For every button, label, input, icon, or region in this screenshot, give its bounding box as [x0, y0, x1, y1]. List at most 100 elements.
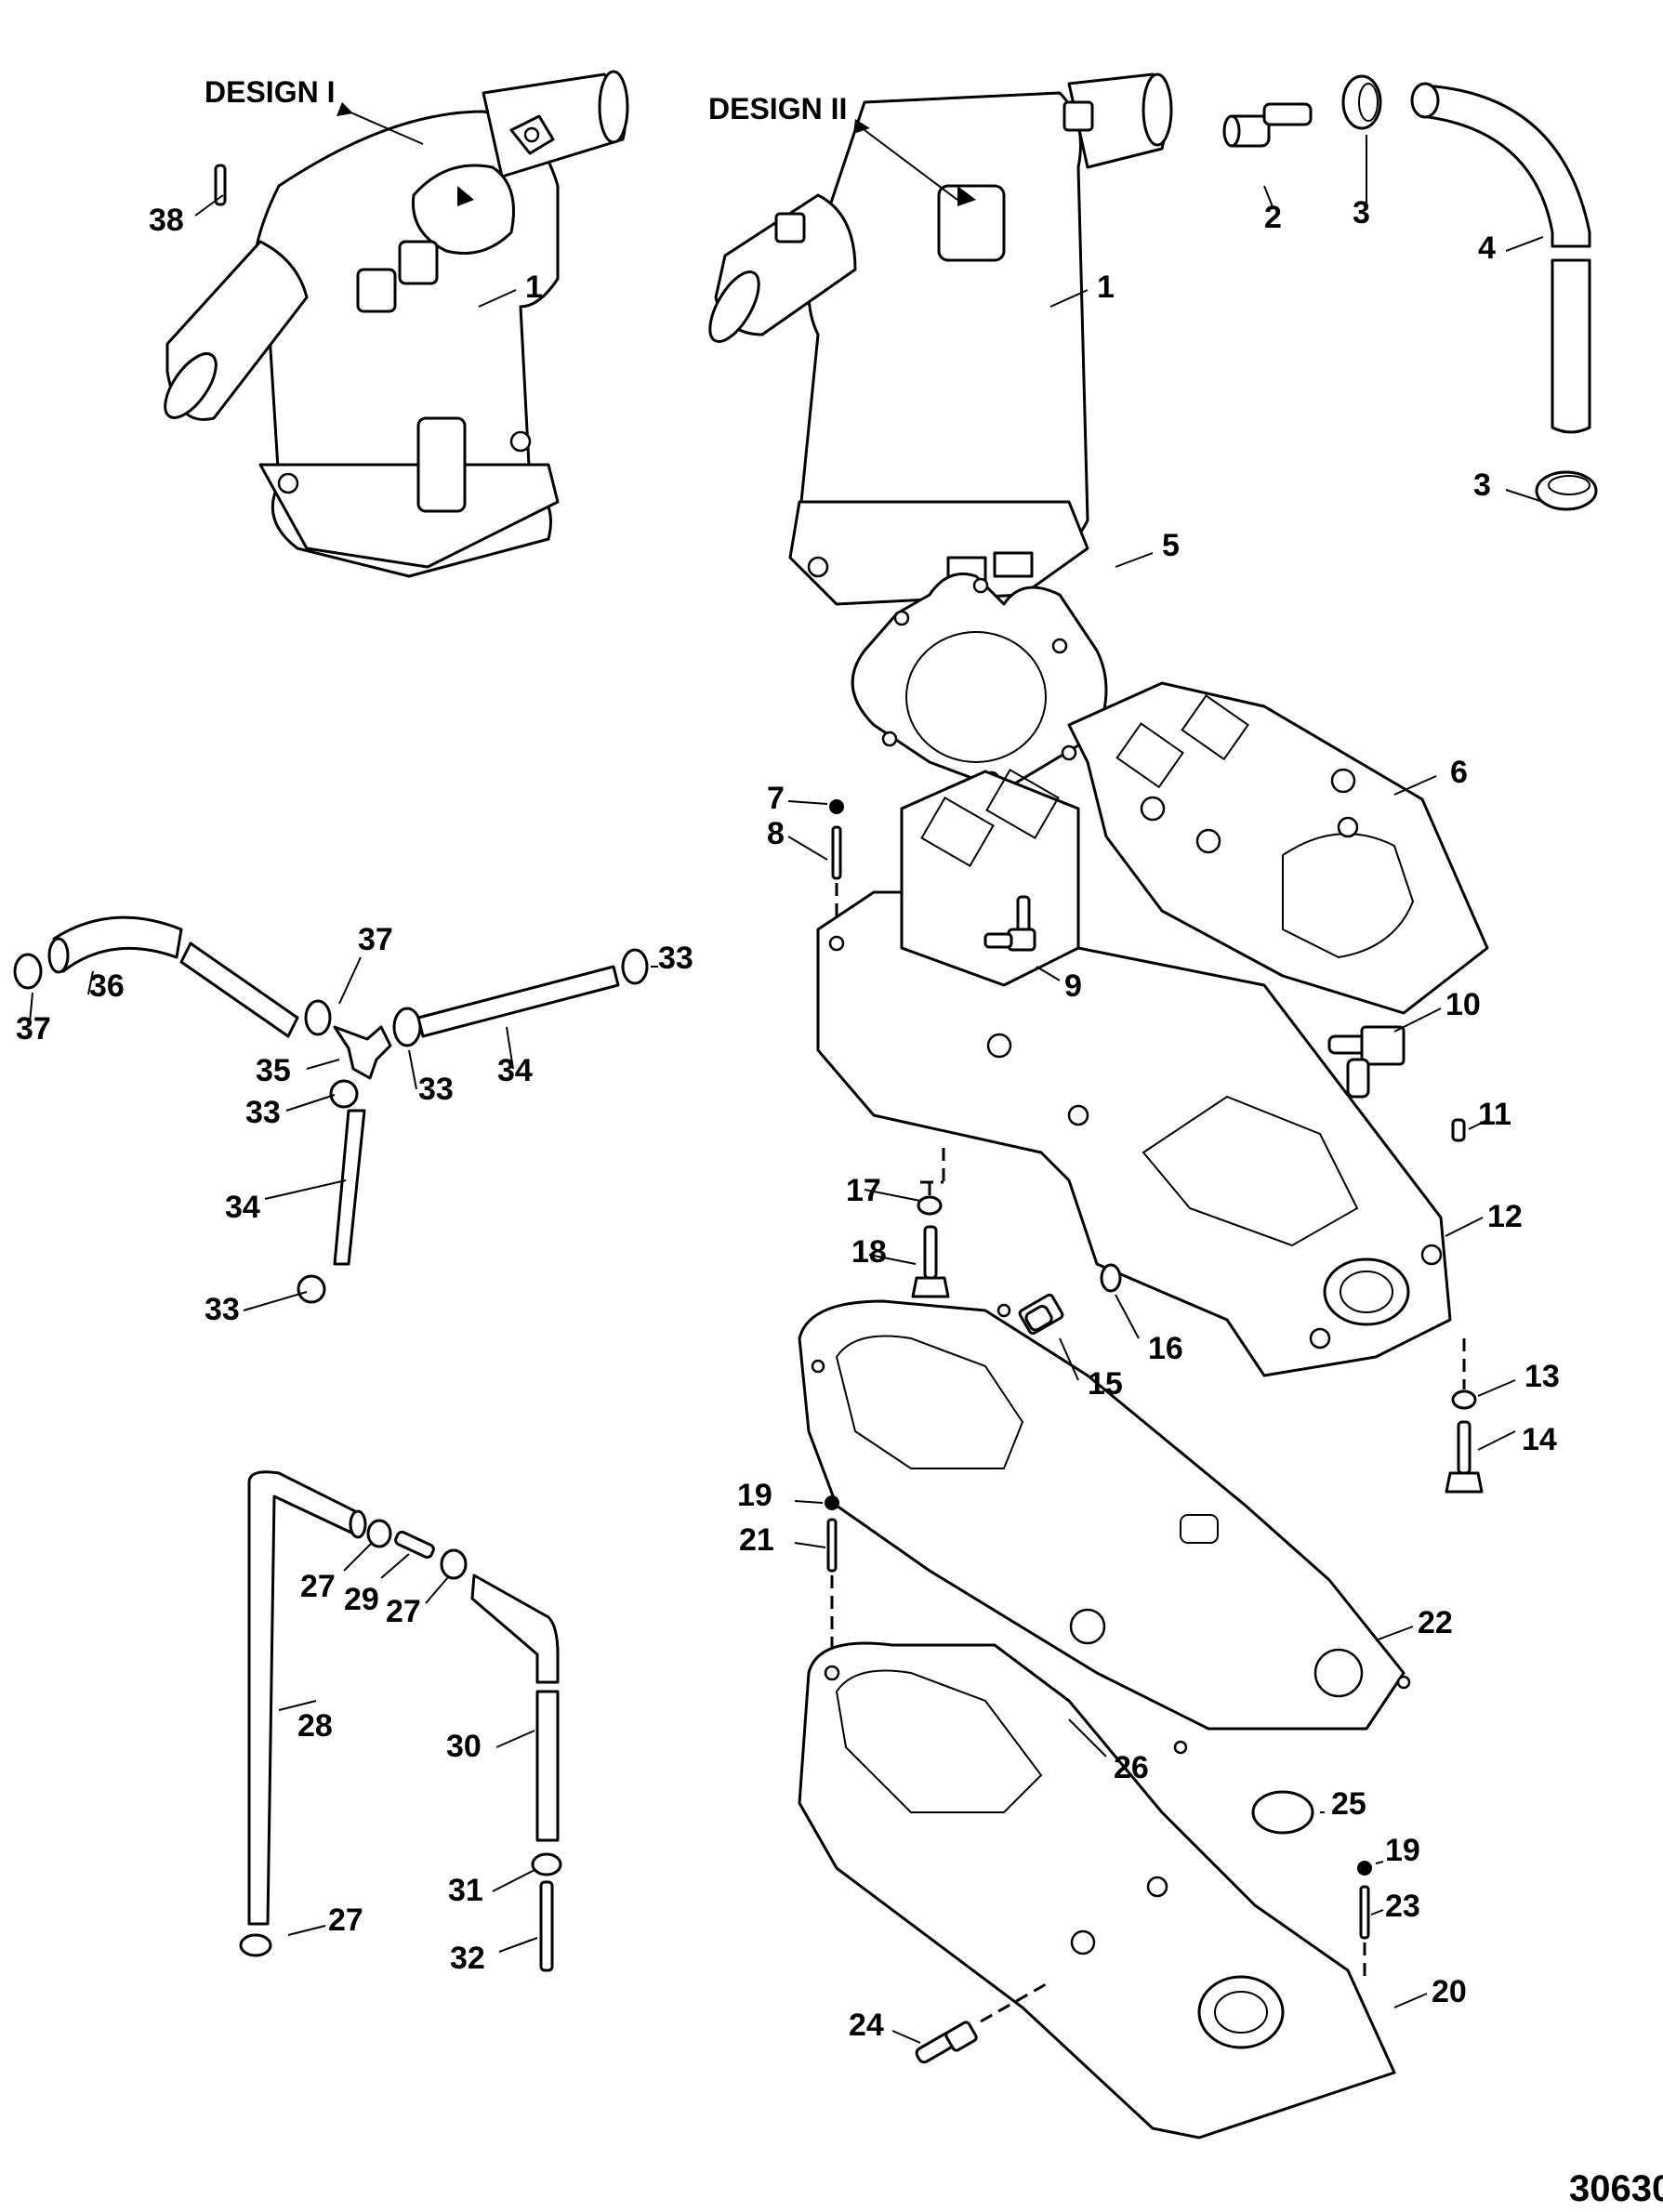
callout-leader-line [864, 1189, 921, 1202]
callout-label: 27 [386, 1594, 421, 1629]
callout-33: 33 [245, 1094, 336, 1130]
callout-34: 34 [497, 1026, 533, 1088]
callout-leader-line [787, 800, 828, 805]
callout-leader-line [498, 1937, 538, 1953]
callout-leader-line [794, 1500, 824, 1504]
callout-35: 35 [256, 1053, 340, 1088]
callout-leader-line [1505, 489, 1544, 503]
part-34-hose-horizontal [416, 965, 620, 1038]
part-30-hose [470, 1573, 560, 1842]
part-21-stud [826, 1518, 838, 1573]
callout-leader-line [506, 1026, 514, 1070]
part-2-fitting [1222, 102, 1313, 148]
part-27-clamp-c [239, 1933, 272, 1957]
callout-24: 24 [849, 2008, 921, 2044]
callout-label: 27 [300, 1569, 336, 1604]
callout-label: 27 [328, 1903, 363, 1938]
part-37-clamp-right [304, 999, 332, 1036]
callout-label: 8 [767, 816, 785, 851]
callout-leader-line [1036, 966, 1061, 981]
callout-label: 6 [1450, 755, 1468, 790]
callout-label: 5 [1162, 528, 1180, 563]
callout-21: 21 [739, 1522, 826, 1558]
callout-leader-line [1049, 289, 1089, 308]
design-ii-label: DESIGN II [708, 92, 847, 125]
callout-label: 33 [658, 941, 693, 976]
callout-leader-line [306, 1059, 340, 1070]
part-3-clamp-top [1341, 74, 1382, 130]
callout-22: 22 [1375, 1605, 1453, 1641]
part-31-clamp [531, 1852, 562, 1876]
callout-label: 35 [256, 1053, 291, 1088]
callout-34: 34 [225, 1179, 347, 1225]
callout-29: 29 [344, 1553, 410, 1617]
callout-leader-line [408, 1049, 417, 1090]
callout-17: 17 [846, 1173, 921, 1208]
callout-label: 1 [1097, 270, 1115, 305]
design-i-leader [348, 111, 424, 145]
part-36-hose-curved [47, 915, 183, 974]
callout-6: 6 [1393, 755, 1468, 796]
callout-label: 28 [297, 1708, 333, 1744]
callout-label: 15 [1088, 1366, 1123, 1402]
callout-leader-line [1393, 1007, 1442, 1033]
callout-label: 34 [225, 1190, 260, 1225]
callout-37: 37 [16, 992, 51, 1047]
callout-label: 37 [358, 922, 393, 957]
part-4-hose [1410, 82, 1591, 434]
callout-leader-line [492, 1869, 535, 1892]
callout-leader-line [794, 1542, 826, 1548]
part-13-washer [1451, 1389, 1477, 1410]
callout-11: 11 [1468, 1097, 1511, 1132]
part-37-clamp-left [13, 953, 43, 990]
callout-label: 24 [849, 2008, 884, 2043]
callout-leader-line [1375, 1626, 1414, 1641]
callout-23: 23 [1370, 1889, 1420, 1924]
callout-26: 26 [1068, 1718, 1149, 1785]
callout-label: 37 [16, 1011, 51, 1047]
callout-leader-line [1393, 1993, 1428, 2008]
part-35-y-fitting [333, 1025, 392, 1080]
callout-28: 28 [278, 1700, 333, 1744]
callout-27: 27 [386, 1576, 449, 1629]
part-1-design-ii-exhaust-housing [708, 72, 1173, 606]
callout-33: 33 [408, 1049, 454, 1107]
design-i-label: DESIGN I [205, 75, 335, 109]
callout-5: 5 [1115, 528, 1180, 568]
design-ii-leader [864, 129, 958, 201]
callout-label: 30 [446, 1729, 482, 1764]
callout-leader-line [285, 1094, 336, 1112]
callout-2: 2 [1263, 185, 1282, 235]
assembly-line-17 [920, 1148, 950, 1199]
callout-leader-line [1468, 1119, 1488, 1130]
part-6-gasket-plate [1067, 681, 1489, 1015]
callout-leader-line [1445, 1217, 1484, 1237]
callout-label: 10 [1445, 987, 1481, 1022]
callout-label: 19 [737, 1478, 772, 1513]
callout-4: 4 [1478, 230, 1544, 266]
callout-9: 9 [1036, 966, 1082, 1004]
callout-19: 19 [737, 1478, 824, 1513]
part-15-sender [1018, 1293, 1064, 1336]
part-12-adapter-plate [816, 768, 1452, 1377]
callout-leader-line [1115, 1294, 1140, 1339]
part-16-o-ring [1100, 1263, 1122, 1293]
part-29-connector [394, 1530, 435, 1560]
part-28-hose [247, 1470, 367, 1926]
part-33-clamp-lower [329, 1079, 359, 1109]
callout-33: 33 [651, 941, 693, 976]
callout-leader-line [1370, 1909, 1384, 1916]
part-32-spring [539, 1880, 554, 1972]
callout-leader-line [1375, 1861, 1384, 1864]
callout-label: 25 [1331, 1786, 1366, 1822]
part-17-washer [917, 1195, 943, 1216]
callout-10: 10 [1393, 987, 1481, 1033]
callout-leader-line [194, 194, 224, 217]
callout-leader-line [87, 970, 94, 995]
part-19-nut-lower [1357, 1861, 1372, 1876]
callout-32: 32 [450, 1937, 538, 1976]
callout-38: 38 [149, 194, 224, 238]
callout-leader-line [338, 956, 362, 1005]
